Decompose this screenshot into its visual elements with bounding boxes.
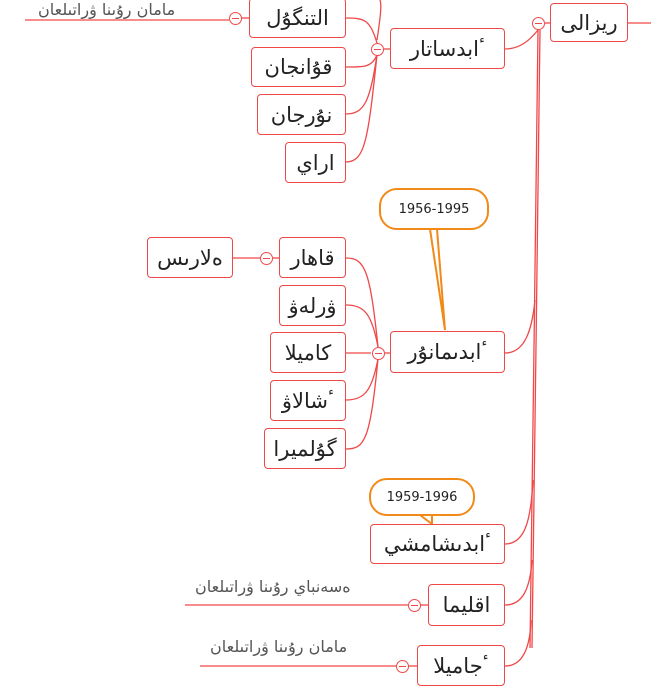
callout-bubble: 1956-1995 (379, 188, 489, 230)
node-label: اقليما (442, 593, 491, 617)
callout-bubble: 1959-1996 (369, 478, 475, 516)
collapse-toggle[interactable] (371, 43, 384, 56)
node-label: گۇلميرا (273, 436, 337, 461)
node-label: قۇانجان (264, 55, 333, 79)
collapse-toggle[interactable] (532, 17, 545, 30)
node-label: ەلارىس (157, 245, 223, 270)
callout-text: 1956-1995 (398, 201, 470, 217)
branch-node[interactable]: ٴابدىمانۇر (390, 331, 505, 373)
collapse-toggle[interactable] (372, 347, 385, 360)
collapse-toggle[interactable] (260, 252, 273, 265)
child-node[interactable]: گۇلميرا (264, 428, 346, 469)
collapse-toggle[interactable] (229, 12, 242, 25)
node-label: ٴشالاۋ (281, 388, 335, 413)
grandchild-node[interactable]: ەلارىس (147, 237, 233, 278)
child-node[interactable]: قاھار (279, 237, 346, 278)
note-label: مامان رۇىنا ۋراتىلعان (210, 637, 348, 656)
child-node[interactable]: التنگۇل (249, 0, 346, 38)
collapse-toggle[interactable] (396, 660, 409, 673)
child-node[interactable]: نۇرجان (257, 94, 346, 135)
node-label: كاميلا (284, 340, 332, 365)
callout-text: 1959-1996 (386, 489, 458, 505)
node-label: ٴابدساتار (409, 36, 486, 61)
node-label: اراي (296, 150, 335, 175)
child-node[interactable]: ٴشالاۋ (270, 380, 346, 421)
node-label: ٴجاميلا (433, 653, 489, 678)
node-label: ريزالى (560, 10, 618, 35)
branch-node[interactable]: ٴجاميلا (417, 645, 505, 686)
collapse-toggle[interactable] (408, 599, 421, 612)
note-label: ەسەنباي رۇىنا ۋراتىلعان (195, 577, 351, 596)
node-label: نۇرجان (270, 102, 333, 127)
node-label: ٴابدىمانۇر (407, 340, 488, 364)
node-label: ٴابدىشامشي (383, 532, 492, 556)
root-node[interactable]: ريزالى (550, 3, 628, 42)
child-node[interactable]: ۋرلەۋ (279, 285, 346, 326)
branch-node[interactable]: ٴابدىشامشي (370, 524, 505, 564)
node-label: ۋرلەۋ (288, 293, 337, 318)
child-node[interactable]: كاميلا (270, 332, 346, 373)
child-node[interactable]: قۇانجان (251, 47, 346, 87)
child-node[interactable]: اراي (285, 142, 346, 183)
node-label: قاھار (290, 245, 335, 270)
node-label: التنگۇل (266, 6, 329, 30)
branch-node[interactable]: اقليما (428, 584, 505, 626)
branch-node[interactable]: ٴابدساتار (390, 28, 505, 69)
note-label: مامان رۇىنا ۋراتىلعان (38, 0, 176, 19)
